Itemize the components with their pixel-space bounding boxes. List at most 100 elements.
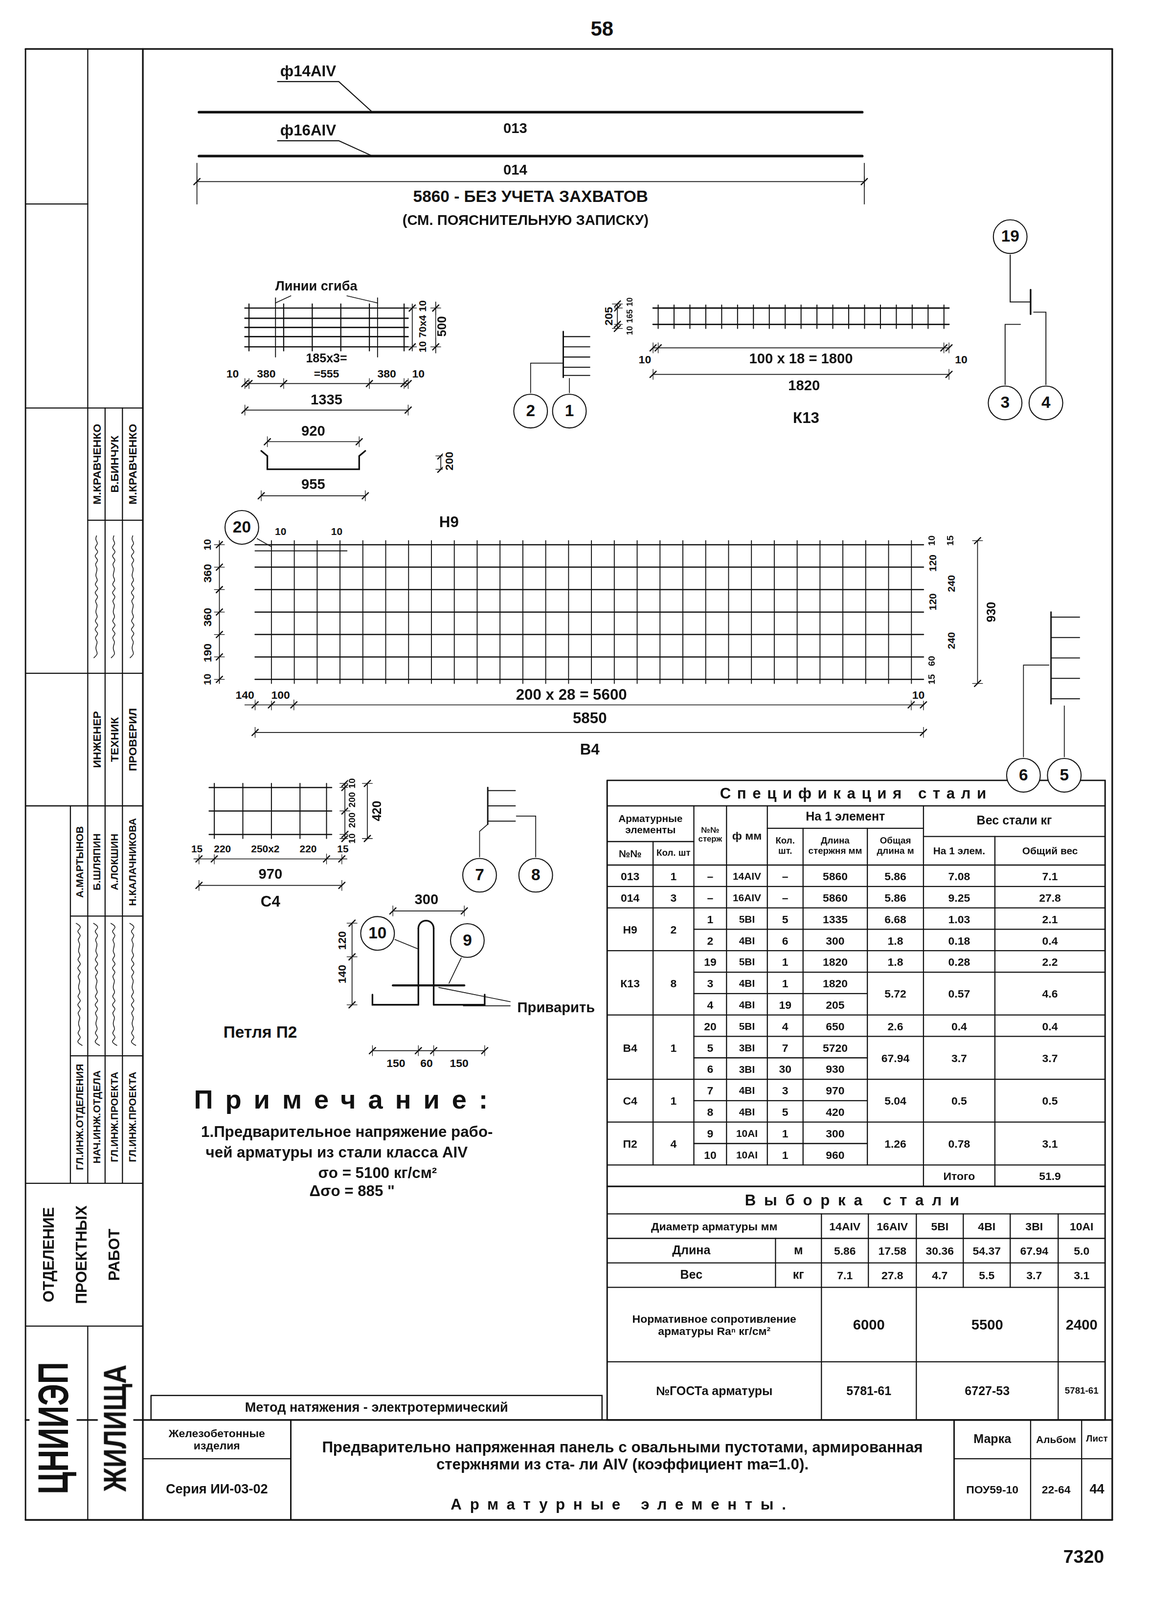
- drawing-line: [948, 369, 949, 380]
- dimension-label: В4: [579, 741, 601, 759]
- table-cell: 7.1: [995, 869, 1105, 882]
- drawing-line: [1051, 637, 1080, 639]
- drawing-line: [607, 1122, 1105, 1124]
- callout-number: 5: [1059, 767, 1069, 784]
- drawing-line: [283, 378, 284, 389]
- callout-number: 19: [1001, 228, 1020, 245]
- drawing-line: [705, 541, 707, 684]
- method-note: Метод натяжения - электротермический: [152, 1400, 602, 1416]
- dimension-label: 200 х 28 = 5600: [515, 686, 629, 703]
- drawing-line: [657, 305, 659, 329]
- callout-number: 10: [368, 925, 387, 942]
- table-cell: Общая длина м: [868, 836, 923, 857]
- dimension-label: 60: [419, 1057, 434, 1070]
- drawing-line: [607, 841, 694, 843]
- stamp-text: ГЛ.ИНЖ.ОТДЕЛЕНИЯ: [73, 1063, 85, 1172]
- table-cell: ф мм: [727, 829, 767, 842]
- table-cell: 5720: [804, 1041, 867, 1054]
- table-cell: 1: [768, 976, 803, 990]
- table-cell: Кол. шт: [653, 848, 693, 859]
- title-block-text: Серия ИИ-03-02: [143, 1482, 290, 1498]
- stamp-text: А.МАРТЫНОВ: [73, 825, 85, 900]
- callout-number: 9: [462, 932, 473, 949]
- dimension-label: 190: [201, 642, 214, 664]
- table-cell: 5: [695, 1041, 726, 1054]
- stamp-text: НАЧ.ИНЖ.ОТДЕЛА: [90, 1069, 103, 1166]
- title-block-text: 22-64: [1031, 1483, 1081, 1496]
- drawing-line: [392, 984, 465, 987]
- drawing-line: [994, 836, 996, 866]
- dimension-label: К13: [791, 409, 821, 427]
- drawing-line: [487, 805, 516, 807]
- table-cell: 1820: [804, 976, 867, 990]
- drawing-line: [1005, 324, 1021, 385]
- drawing-line: [694, 1057, 868, 1059]
- table-cell: 67.94: [1011, 1244, 1058, 1258]
- drawing-line: [652, 841, 654, 866]
- table-cell: 013: [608, 869, 653, 882]
- drawing-line: [151, 1396, 603, 1421]
- drawing-line: [372, 1045, 373, 1057]
- table-cell: 19: [695, 955, 726, 969]
- drawing-line: [652, 369, 654, 380]
- table-cell: 5781-61: [822, 1384, 916, 1399]
- drawing-line: [346, 923, 358, 924]
- drawing-line: [816, 305, 818, 329]
- drawing-line: [1051, 657, 1080, 659]
- table-cell: 0.5: [924, 1094, 994, 1107]
- drawing-line: [819, 541, 821, 684]
- drawing-line: [255, 544, 924, 546]
- table-cell: П2: [608, 1137, 653, 1150]
- drawing-line: [209, 834, 332, 836]
- table-cell: Нормативное сопротивление арматуры Rаⁿ к…: [608, 1312, 821, 1338]
- table-cell: кг: [776, 1268, 821, 1283]
- drawing-line: [214, 544, 225, 545]
- table-cell: 0.18: [924, 934, 994, 947]
- drawing-line: [254, 699, 256, 711]
- table-cell: 9.25: [924, 891, 994, 904]
- stamp-text: А.ЛОКШИН: [108, 833, 120, 892]
- table-cell: 970: [804, 1083, 867, 1097]
- table-cell: 1: [768, 955, 803, 969]
- table-cell: 10: [695, 1148, 726, 1161]
- table-cell: 300: [804, 934, 867, 947]
- table-cell: 10АI: [727, 1127, 767, 1139]
- drawing-line: [364, 490, 366, 501]
- table-cell: 19: [768, 998, 803, 1011]
- drawing-line: [267, 436, 268, 448]
- drawing-line: [316, 541, 318, 684]
- table-cell: №№ стерж: [695, 826, 726, 845]
- table-cell: 1: [768, 1148, 803, 1161]
- table-cell: 5781-61: [1059, 1386, 1105, 1397]
- drawing-line: [245, 383, 409, 385]
- drawing-line: [340, 304, 342, 352]
- table-cell: 4ВI: [727, 1105, 767, 1118]
- drawing-line: [463, 1005, 511, 1007]
- drawing-line: [261, 495, 366, 497]
- table-cell: 4ВI: [727, 977, 767, 989]
- drawing-line: [607, 1164, 1105, 1166]
- title-block-text: ПОУ59-10: [955, 1483, 1030, 1496]
- drawing-line: [1009, 1214, 1011, 1288]
- dimension-label: 930: [985, 601, 999, 624]
- table-cell: 5ВI: [727, 1020, 767, 1032]
- dimension-label: 140: [335, 964, 348, 985]
- table-cell: 10АI: [1059, 1220, 1105, 1233]
- drawing-line: [476, 541, 478, 684]
- table-cell: 300: [804, 1127, 867, 1140]
- signature-scribble: [129, 923, 136, 1046]
- table-cell: 4ВI: [727, 1084, 767, 1096]
- drawing-line: [277, 81, 373, 113]
- drawing-line: [346, 956, 358, 958]
- dimension-label: 300: [413, 892, 440, 908]
- callout-number: 3: [1000, 394, 1010, 411]
- drawing-line: [800, 305, 802, 329]
- drawing-line: [607, 805, 1105, 807]
- table-cell: Длина: [608, 1244, 775, 1259]
- bar-label: 5860 - БЕЗ УЧЕТА ЗАХВАТОВ: [412, 187, 650, 206]
- drawing-line: [245, 317, 409, 319]
- dimension-label: 420: [370, 799, 385, 823]
- drawing-line: [911, 305, 913, 329]
- dimension-label: 205: [602, 305, 615, 327]
- drawing-line: [406, 346, 418, 348]
